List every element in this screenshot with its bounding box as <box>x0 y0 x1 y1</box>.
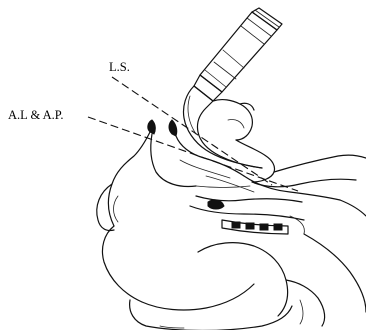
axes-label: A.L & A.P. <box>8 109 63 122</box>
laryngoscope-blade <box>183 86 262 168</box>
shoulder-outline <box>304 200 366 312</box>
axes-dashed-line <box>88 117 298 191</box>
vertebrae <box>232 222 282 230</box>
face-profile <box>252 155 366 187</box>
laryngoscope-handle <box>194 8 282 101</box>
line-of-sight-label: L.S. <box>109 61 130 74</box>
line-of-sight-dashed-line <box>112 77 272 185</box>
laryngoscope <box>183 8 282 168</box>
airway-and-spine <box>190 196 304 234</box>
pillow <box>130 243 325 330</box>
nose-and-upper-lip <box>213 100 275 182</box>
